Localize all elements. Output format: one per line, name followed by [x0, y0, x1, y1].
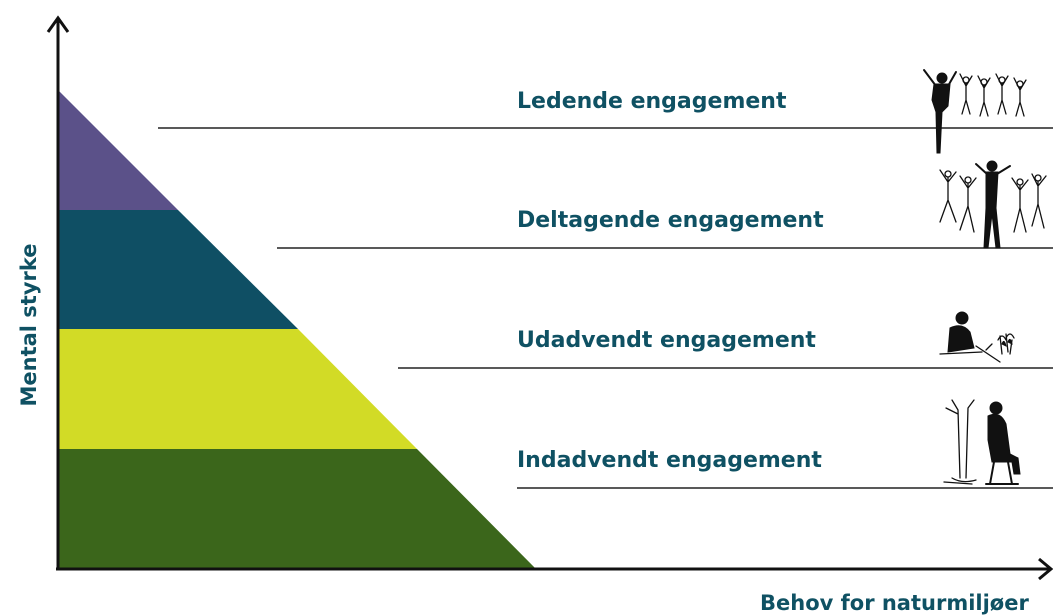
band-udadvendt	[58, 329, 417, 449]
label-udadvendt: Udadvendt engagement	[517, 328, 816, 353]
person-resting-by-tree-icon	[943, 399, 1021, 485]
y-axis-arrow-icon	[46, 15, 70, 33]
label-ledende: Ledende engagement	[517, 89, 787, 114]
label-deltagende: Deltagende engagement	[517, 208, 824, 233]
people-dancing-icon	[939, 160, 1047, 249]
y-axis	[46, 15, 70, 570]
pyramid	[58, 90, 536, 569]
people-celebrating-icon	[923, 69, 1027, 154]
x-axis-label: Behov for naturmiljøer	[760, 591, 1029, 615]
x-axis-arrow-icon	[1038, 557, 1053, 581]
x-axis	[56, 557, 1053, 581]
band-ledende	[58, 90, 178, 210]
label-indadvendt: Indadvendt engagement	[517, 448, 822, 473]
y-axis-label: Mental styrke	[17, 243, 41, 406]
band-deltagende	[58, 210, 298, 329]
person-sitting-by-plants-icon	[939, 311, 1015, 363]
band-indadvendt	[58, 449, 536, 569]
